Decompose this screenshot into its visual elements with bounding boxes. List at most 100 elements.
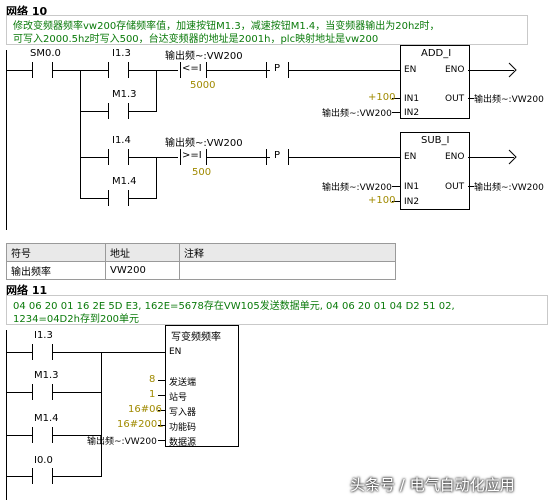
add-i-in1-value: +100 — [368, 92, 396, 103]
contact-m1-4-label: M1.4 — [112, 176, 137, 187]
wire — [128, 198, 157, 199]
edge-label-1: P — [274, 63, 281, 74]
sub-i-in1-value: 输出频~:VW200 — [322, 183, 392, 193]
write-frequency-block[interactable]: 写变频频率 EN 发送端 站号 写入器 功能码 数据源 — [165, 325, 239, 448]
write-block-en: EN — [169, 347, 182, 357]
compare-1-operand: 输出频~:VW200 — [165, 51, 243, 62]
wire — [156, 70, 157, 112]
power-rail-network-11 — [6, 330, 7, 500]
network-10-title: 网络 10 — [6, 5, 48, 18]
wire — [468, 186, 474, 187]
sub-i-out: OUT — [445, 182, 465, 192]
network-10-comment[interactable]: 修改变频器频率vw200存储频率值，加速按钮M1.3，减速按钮M1.4，当变频器… — [6, 15, 528, 45]
wire — [80, 111, 108, 112]
add-i-en: EN — [404, 65, 417, 75]
coil-arrow-icon — [508, 62, 517, 78]
contact-i1-4-label: I1.4 — [112, 135, 131, 146]
sub-i-block[interactable]: SUB_I EN ENO IN1 OUT IN2 — [400, 132, 470, 210]
network-11-comment-line-2: 1234=04D2h存到200单元 — [13, 314, 140, 325]
power-rail-network-10 — [6, 50, 7, 230]
symbol-table-header-symbol: 符号 — [6, 243, 106, 262]
contact-sm0-0-label: SM0.0 — [30, 48, 61, 59]
wire — [392, 112, 400, 113]
write-block-pin-name: 站号 — [169, 393, 188, 403]
sub-i-in1: IN1 — [404, 182, 420, 192]
wire — [128, 111, 157, 112]
contact-i1-3-n11-label: I1.3 — [34, 330, 53, 341]
wire — [392, 186, 400, 187]
symbol-table-cell — [179, 261, 396, 280]
table-row[interactable]: 输出频率 VW200 — [6, 261, 396, 280]
wire — [52, 476, 102, 477]
coil-arrow-icon — [508, 149, 517, 165]
compare-contact-le[interactable]: <=I — [180, 62, 208, 78]
sub-i-in2-value: +100 — [368, 195, 396, 206]
wire — [128, 70, 178, 71]
wire — [52, 392, 102, 393]
network-11-comment[interactable]: 04 06 20 01 16 2E 5D E3, 162E=5678存在VW10… — [6, 295, 548, 325]
wire — [158, 440, 165, 441]
symbol-table: 符号 地址 注释 输出频率 VW200 — [6, 243, 396, 280]
write-block-pin-value: 输出频~:VW200 — [87, 437, 157, 447]
wire — [80, 157, 108, 158]
add-i-out: OUT — [445, 94, 465, 104]
write-block-pin-name: 数据源 — [169, 438, 197, 448]
wire — [158, 395, 165, 396]
wire — [206, 157, 270, 158]
add-i-in2: IN2 — [404, 108, 420, 118]
sub-i-en: EN — [404, 152, 417, 162]
wire — [288, 157, 400, 158]
wire — [128, 157, 178, 158]
wire — [80, 157, 81, 199]
write-block-pin-name: 发送端 — [169, 378, 197, 388]
compare-contact-ge[interactable]: >=I — [180, 149, 208, 165]
write-block-pin-value: 16#2001 — [117, 419, 164, 430]
sub-i-in2: IN2 — [404, 197, 420, 207]
wire — [52, 435, 102, 436]
wire — [6, 392, 32, 393]
contact-m1-3-label: M1.3 — [112, 89, 137, 100]
add-i-in2-value: 输出频~:VW200 — [322, 109, 392, 119]
write-block-title: 写变频频率 — [171, 332, 221, 343]
wire — [468, 157, 514, 158]
wire — [80, 70, 81, 158]
contact-m1-4-n11-label: M1.4 — [34, 413, 59, 424]
add-i-in1: IN1 — [404, 94, 420, 104]
write-block-pin-name: 写入器 — [169, 408, 197, 418]
add-i-eno: ENO — [445, 65, 465, 75]
wire — [158, 425, 165, 426]
symbol-table-header-comment: 注释 — [179, 243, 396, 262]
add-i-out-value: 输出频~:VW200 — [474, 95, 544, 105]
write-block-pin-value: 8 — [149, 374, 156, 385]
wire — [156, 157, 157, 199]
network-11-title: 网络 11 — [6, 284, 48, 297]
wire — [158, 380, 165, 381]
wire — [392, 98, 400, 99]
symbol-table-header-address: 地址 — [105, 243, 180, 262]
wire — [6, 352, 32, 353]
add-i-block[interactable]: ADD_I EN ENO IN1 OUT IN2 — [400, 45, 470, 119]
network-11-comment-line-1: 04 06 20 01 16 2E 5D E3, 162E=5678存在VW10… — [13, 301, 455, 312]
sub-i-out-value: 输出频~:VW200 — [474, 183, 544, 193]
compare-2-value: 500 — [192, 167, 212, 178]
symbol-table-cell: VW200 — [105, 261, 180, 280]
compare-2-operand: 输出频~:VW200 — [165, 138, 243, 149]
wire — [288, 70, 400, 71]
network-10-comment-line-1: 修改变频器频率vw200存储频率值，加速按钮M1.3，减速按钮M1.4，当变频器… — [13, 21, 440, 32]
wire — [80, 198, 108, 199]
add-i-title: ADD_I — [421, 48, 452, 59]
wire — [101, 352, 102, 477]
wire — [468, 98, 474, 99]
wire — [6, 435, 32, 436]
wire — [206, 70, 270, 71]
write-block-pin-value: 16#06 — [128, 404, 162, 415]
compare-1-op: <=I — [182, 63, 202, 74]
write-block-pin-name: 功能码 — [169, 423, 197, 433]
write-block-pin-value: 1 — [149, 389, 156, 400]
sub-i-eno: ENO — [445, 152, 465, 162]
wire — [52, 352, 165, 353]
contact-i0-0-n11-label: I0.0 — [34, 455, 53, 466]
wire — [468, 70, 514, 71]
compare-2-op: >=I — [182, 150, 202, 161]
wire — [392, 201, 400, 202]
